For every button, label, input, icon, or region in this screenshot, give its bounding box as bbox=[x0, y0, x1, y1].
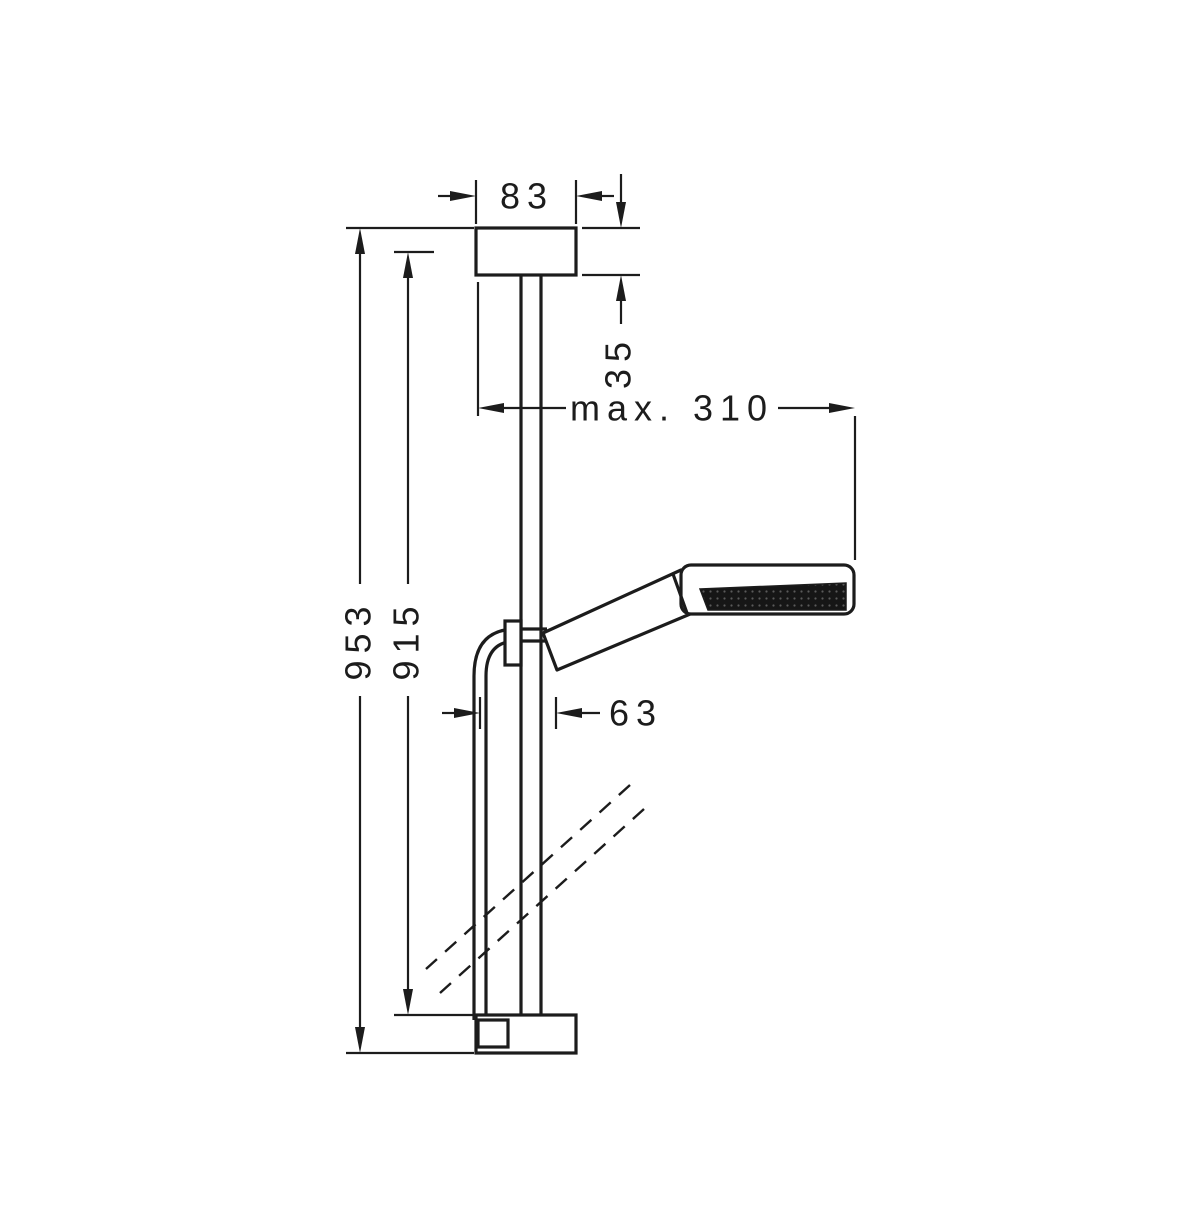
wall-bracket-bottom bbox=[474, 1013, 578, 1055]
break-line bbox=[425, 784, 631, 970]
wall-bracket-top bbox=[474, 226, 578, 277]
holder-clamp bbox=[503, 619, 523, 667]
dimension-hose-offset: 63 bbox=[442, 693, 663, 734]
arrow-down-icon bbox=[403, 989, 413, 1015]
dimension-bracket-offset: 35 bbox=[582, 174, 640, 389]
bar-length-label: 915 bbox=[386, 599, 427, 680]
hose-break-lines bbox=[425, 784, 645, 994]
arrow-down-icon bbox=[616, 202, 626, 228]
bracket-offset-label: 35 bbox=[598, 335, 639, 389]
bracket-width-label: 83 bbox=[500, 176, 554, 217]
dimension-overall-length: 953 bbox=[338, 226, 474, 1055]
arrow-up-icon bbox=[355, 228, 365, 254]
arrow-right-icon bbox=[450, 191, 476, 201]
max-reach-label: max. 310 bbox=[570, 388, 774, 429]
arrow-up-icon bbox=[616, 275, 626, 301]
dimension-max-reach: max. 310 bbox=[476, 282, 857, 560]
top-bracket-body bbox=[474, 226, 578, 277]
spray-face bbox=[698, 582, 847, 611]
arrow-up-icon bbox=[403, 252, 413, 278]
hand-shower bbox=[541, 563, 856, 672]
shower-hose bbox=[472, 627, 547, 1020]
hose-offset-label: 63 bbox=[609, 693, 663, 734]
arrow-left-icon bbox=[576, 191, 602, 201]
arrow-left-icon bbox=[556, 708, 582, 718]
handle-collar-line bbox=[671, 573, 689, 614]
arrow-right-icon bbox=[454, 708, 480, 718]
dimension-bracket-width: 83 bbox=[438, 176, 614, 224]
break-line bbox=[439, 808, 645, 994]
arrow-left-icon bbox=[478, 403, 504, 413]
overall-length-label: 953 bbox=[338, 599, 379, 680]
arrow-right-icon bbox=[829, 403, 855, 413]
hose-connection-outlet bbox=[476, 1018, 510, 1049]
slider-holder bbox=[503, 619, 523, 667]
hose-inner-line bbox=[484, 639, 547, 1020]
hand-shower-handle bbox=[541, 568, 697, 672]
dimension-bar-length: 915 bbox=[386, 250, 474, 1017]
arrow-down-icon bbox=[355, 1027, 365, 1053]
